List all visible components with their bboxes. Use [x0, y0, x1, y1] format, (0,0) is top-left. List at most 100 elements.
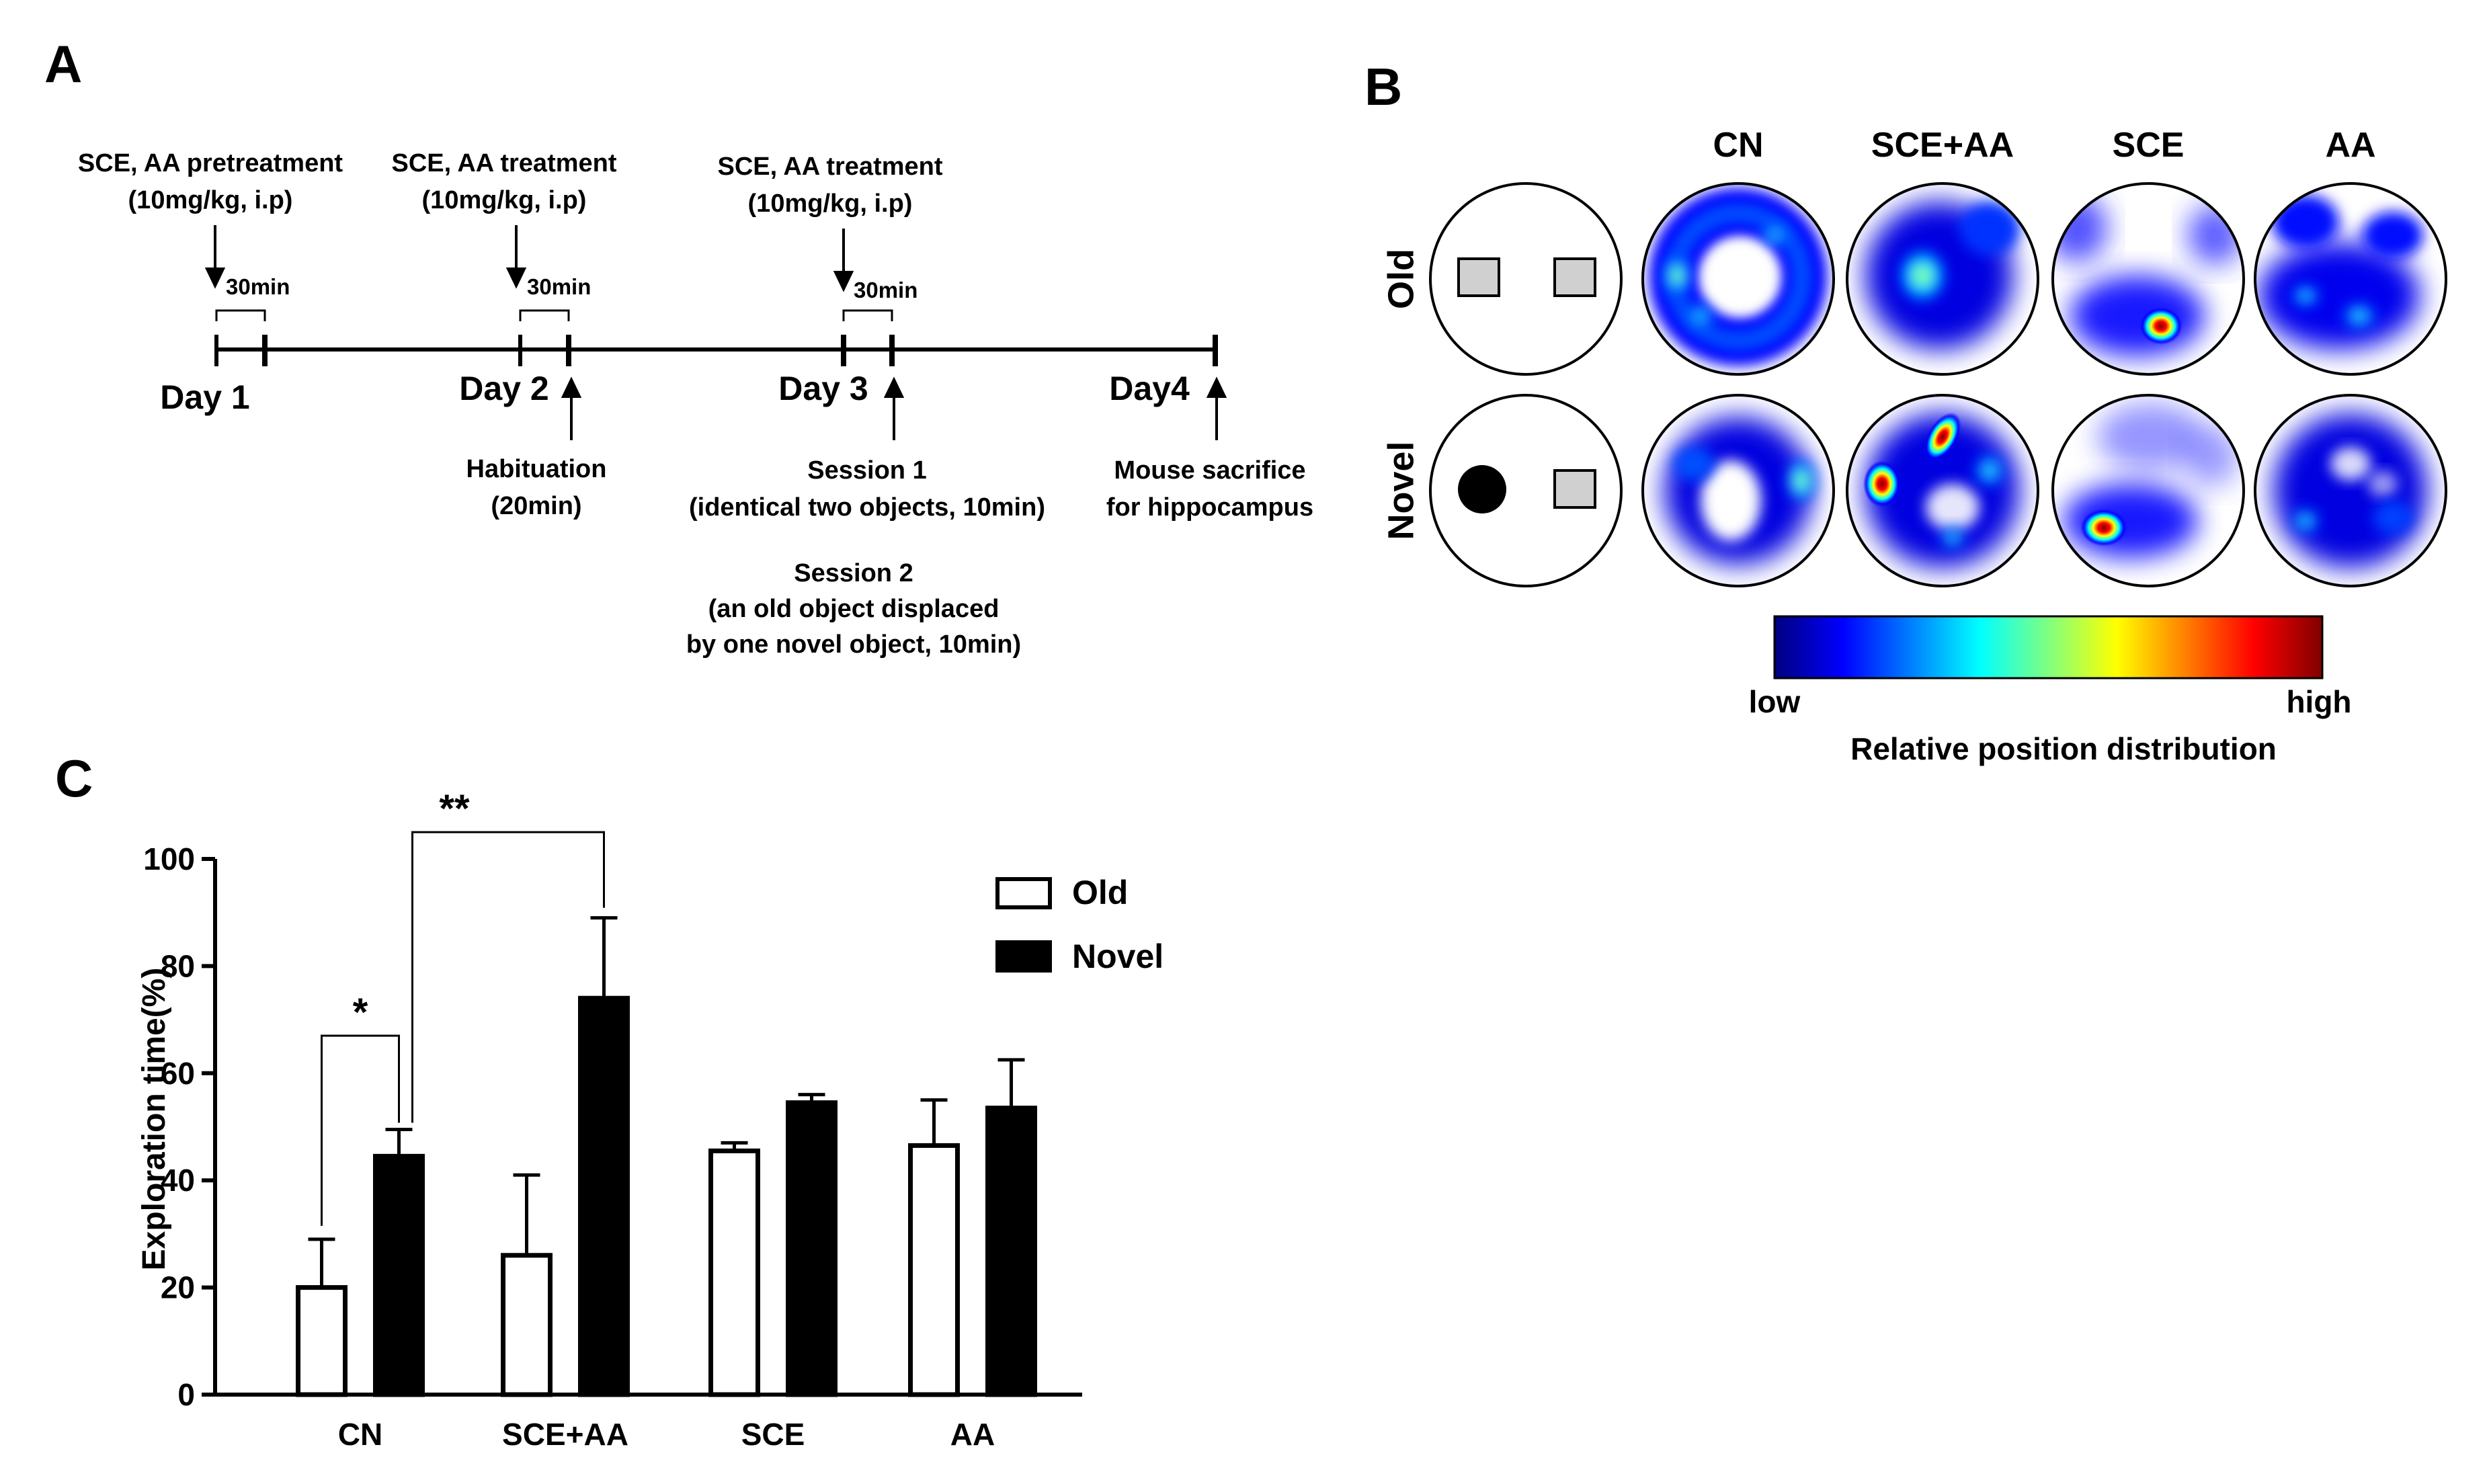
- heatmap-novel-cn: [1641, 394, 1835, 587]
- bar-novel: [786, 1100, 838, 1397]
- bar-novel: [578, 995, 630, 1397]
- heatmap-old-cn: [1641, 182, 1835, 376]
- significance-bracket-2: [411, 831, 605, 1123]
- colorbar-title: Relative position distribution: [1850, 731, 2277, 766]
- panel-c: C Exploration time(%) 0 20 40 60 80 100 CN SCE…: [55, 749, 1164, 1452]
- timeline-axis: [214, 335, 1218, 366]
- y-tick-label: 60: [161, 1056, 195, 1091]
- up-arrow-3-head: [1206, 376, 1227, 398]
- down-arrows: [204, 225, 854, 292]
- event-habituation-line2: (20min): [491, 492, 581, 520]
- event-habituation-line1: Habituation: [466, 455, 607, 483]
- panel-label-b: B: [1364, 57, 1402, 116]
- panel-a: A SCE, AA pretreatment (10mg/kg, i.p) SC…: [44, 34, 1313, 659]
- interval-brackets: [215, 309, 893, 321]
- annotation-treatment1-line1: SCE, AA treatment: [391, 149, 616, 177]
- significance-label-2: **: [439, 787, 470, 831]
- annotation-treatment2-line2: (10mg/kg, i.p): [748, 190, 913, 218]
- interval-label-3: 30min: [854, 278, 917, 302]
- bar-old: [296, 1285, 348, 1397]
- down-arrow-3-head: [833, 271, 854, 292]
- interval-label-2: 30min: [527, 274, 591, 299]
- day-label-3: Day 3: [778, 370, 868, 407]
- colorbar: [1773, 615, 2324, 679]
- down-arrow-1-head: [204, 267, 226, 289]
- event-sacrifice-line2: for hippocampus: [1106, 493, 1313, 522]
- day-label-1: Day 1: [160, 378, 249, 416]
- y-tick-label: 0: [177, 1377, 195, 1412]
- significance-bracket-1: [321, 1034, 400, 1226]
- event-session1-detail: (identical two objects, 10min): [689, 493, 1045, 522]
- bracket-2: [519, 309, 570, 321]
- legend-label-novel: Novel: [1072, 938, 1164, 975]
- annotation-pretreatment-line1: SCE, AA pretreatment: [78, 149, 343, 177]
- y-axis-label: Exploration time(%): [136, 968, 172, 1271]
- old-object-left: [1457, 257, 1500, 297]
- legend-swatch-novel: [995, 940, 1052, 973]
- up-arrows: [561, 376, 1227, 440]
- x-axis-labels: CN SCE+AA SCE AA: [338, 1417, 995, 1452]
- y-tick-label: 80: [161, 948, 195, 983]
- event-session2-title: Session 2: [794, 559, 913, 587]
- y-tick-label: 20: [161, 1270, 195, 1305]
- event-session1-title: Session 1: [807, 456, 926, 485]
- significance-label-1: *: [353, 991, 368, 1034]
- heatmap-row-old: Old: [1381, 249, 1421, 309]
- novel-object: [1458, 465, 1506, 513]
- significance-annotations: ***: [321, 787, 605, 1226]
- day-label-2: Day 2: [459, 370, 548, 407]
- heatmap-column-cn: CN: [1713, 126, 1763, 165]
- panel-label-a: A: [44, 34, 82, 93]
- bracket-1: [215, 309, 266, 321]
- y-tick-label: 100: [143, 841, 195, 876]
- interval-label-1: 30min: [226, 274, 290, 299]
- x-tick-label: SCE: [741, 1417, 805, 1452]
- colorbar-low-label: low: [1749, 684, 1801, 719]
- x-tick-label: AA: [950, 1417, 995, 1452]
- arena-novel-circle: [1429, 394, 1623, 587]
- heatmap-old-sce: [2051, 182, 2245, 376]
- heatmap-column-aa: AA: [2325, 126, 2375, 165]
- x-tick-label: SCE+AA: [502, 1417, 628, 1452]
- legend-swatch-old: [995, 877, 1052, 909]
- heatmap-novel-sce-aa: [1846, 394, 2039, 587]
- down-arrow-2-head: [505, 267, 527, 289]
- panel-b: B CN SCE+AA SCE AA Old Novel: [1364, 57, 2447, 766]
- heatmap-column-sce: SCE: [2113, 126, 2185, 165]
- up-arrow-1-head: [561, 376, 582, 398]
- heatmap-column-sce-aa: SCE+AA: [1871, 126, 2014, 165]
- bar-novel: [985, 1106, 1037, 1397]
- bar-old: [708, 1148, 760, 1397]
- arena-novel: [1429, 394, 1623, 587]
- annotation-pretreatment-line2: (10mg/kg, i.p): [128, 186, 293, 214]
- up-arrow-2-head: [883, 376, 905, 398]
- bar-novel: [373, 1153, 425, 1397]
- arena-old: [1429, 182, 1623, 376]
- legend: Old Novel: [995, 874, 1164, 975]
- bar-old: [501, 1253, 553, 1397]
- heatmap-old-sce-aa: [1846, 182, 2039, 376]
- bar-series: [296, 916, 1037, 1397]
- panel-label-c: C: [55, 749, 93, 808]
- day-label-4: Day4: [1109, 370, 1190, 407]
- x-tick-label: CN: [338, 1417, 382, 1452]
- arena-old-circle: [1429, 182, 1623, 376]
- heatmap-novel-aa: [2254, 394, 2447, 587]
- old-object-right: [1553, 257, 1596, 297]
- heatmap-row-novel: Novel: [1381, 441, 1421, 540]
- heatmap-old-aa: [2254, 182, 2447, 376]
- event-sacrifice-line1: Mouse sacrifice: [1114, 456, 1305, 485]
- old-object-novel-arena: [1553, 469, 1596, 509]
- event-session2-detail1: (an old object displaced: [708, 595, 999, 623]
- bar-old: [908, 1143, 960, 1397]
- heatmap-novel-sce: [2051, 394, 2245, 587]
- annotation-treatment2-line1: SCE, AA treatment: [717, 153, 942, 181]
- legend-label-old: Old: [1072, 874, 1128, 911]
- bracket-3: [842, 309, 893, 321]
- y-tick-label: 40: [161, 1163, 195, 1198]
- event-session2-detail2: by one novel object, 10min): [686, 630, 1021, 659]
- colorbar-high-label: high: [2286, 684, 2351, 719]
- annotation-treatment1-line2: (10mg/kg, i.p): [422, 186, 587, 214]
- y-axis: 0 20 40 60 80 100: [143, 841, 1082, 1412]
